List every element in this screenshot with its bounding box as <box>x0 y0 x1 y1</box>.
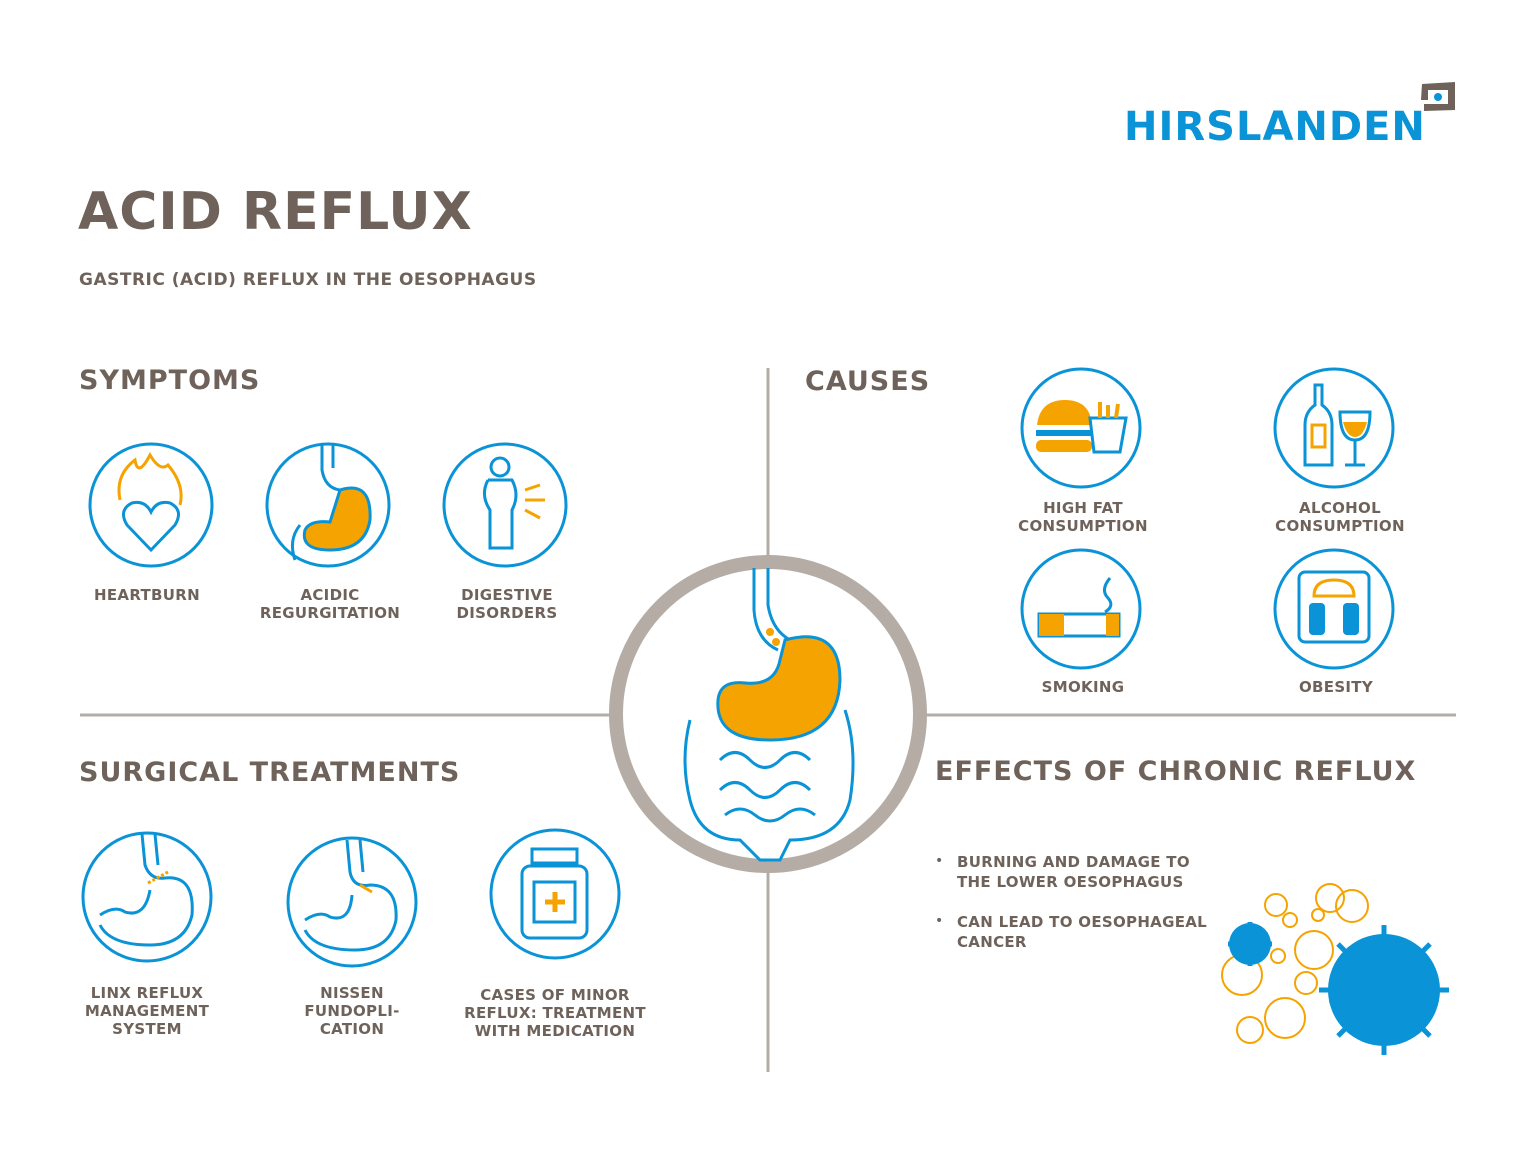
burger-fries-icon <box>1020 367 1142 489</box>
symptoms-heading: SYMPTOMS <box>79 365 261 396</box>
effect-bullet: BURNING AND DAMAGE TO THE LOWER OESOPHAG… <box>957 853 1190 891</box>
bullet-icon: • <box>935 853 944 869</box>
surgical-label: LINX REFLUX MANAGEMENT SYSTEM <box>84 984 210 1038</box>
surgical-label: NISSEN FUNDOPLI- CATION <box>304 984 400 1038</box>
page-title: ACID REFLUX <box>78 182 473 242</box>
heart-flame-icon <box>88 442 214 568</box>
brand-logo: HIRSLANDEN <box>1124 104 1426 150</box>
cause-label: ALCOHOL CONSUMPTION <box>1275 499 1405 535</box>
bullet-icon: • <box>935 913 944 929</box>
effects-heading: EFFECTS OF CHRONIC REFLUX <box>935 756 1417 787</box>
medicine-jar-icon <box>489 828 621 960</box>
bottle-glass-icon <box>1273 367 1395 489</box>
logo-mark-icon <box>1421 82 1455 111</box>
symptom-label: ACIDIC REGURGITATION <box>259 586 401 622</box>
surgical-heading: SURGICAL TREATMENTS <box>79 757 461 788</box>
surgical-label: CASES OF MINOR REFLUX: TREATMENT WITH ME… <box>464 986 646 1040</box>
cigarette-icon <box>1020 548 1142 670</box>
causes-heading: CAUSES <box>805 366 931 397</box>
cause-label: SMOKING <box>1041 678 1125 696</box>
effect-bullet: CAN LEAD TO OESOPHAGEAL CANCER <box>957 913 1208 951</box>
linx-stomach-icon <box>81 831 213 963</box>
stomach-acid-icon <box>265 442 391 568</box>
symptom-label: DIGESTIVE DISORDERS <box>456 586 558 622</box>
digestive-system-icon <box>609 555 927 873</box>
page-subtitle: GASTRIC (ACID) REFLUX IN THE OESOPHAGUS <box>79 270 537 290</box>
symptom-label: HEARTBURN <box>94 586 200 604</box>
cause-label: OBESITY <box>1298 678 1374 696</box>
person-stomach-pain-icon <box>442 442 568 568</box>
cause-label: HIGH FAT CONSUMPTION <box>1018 499 1148 535</box>
cancer-cells-icon <box>1221 883 1449 1055</box>
nissen-stomach-icon <box>286 836 418 968</box>
scale-icon <box>1273 548 1395 670</box>
